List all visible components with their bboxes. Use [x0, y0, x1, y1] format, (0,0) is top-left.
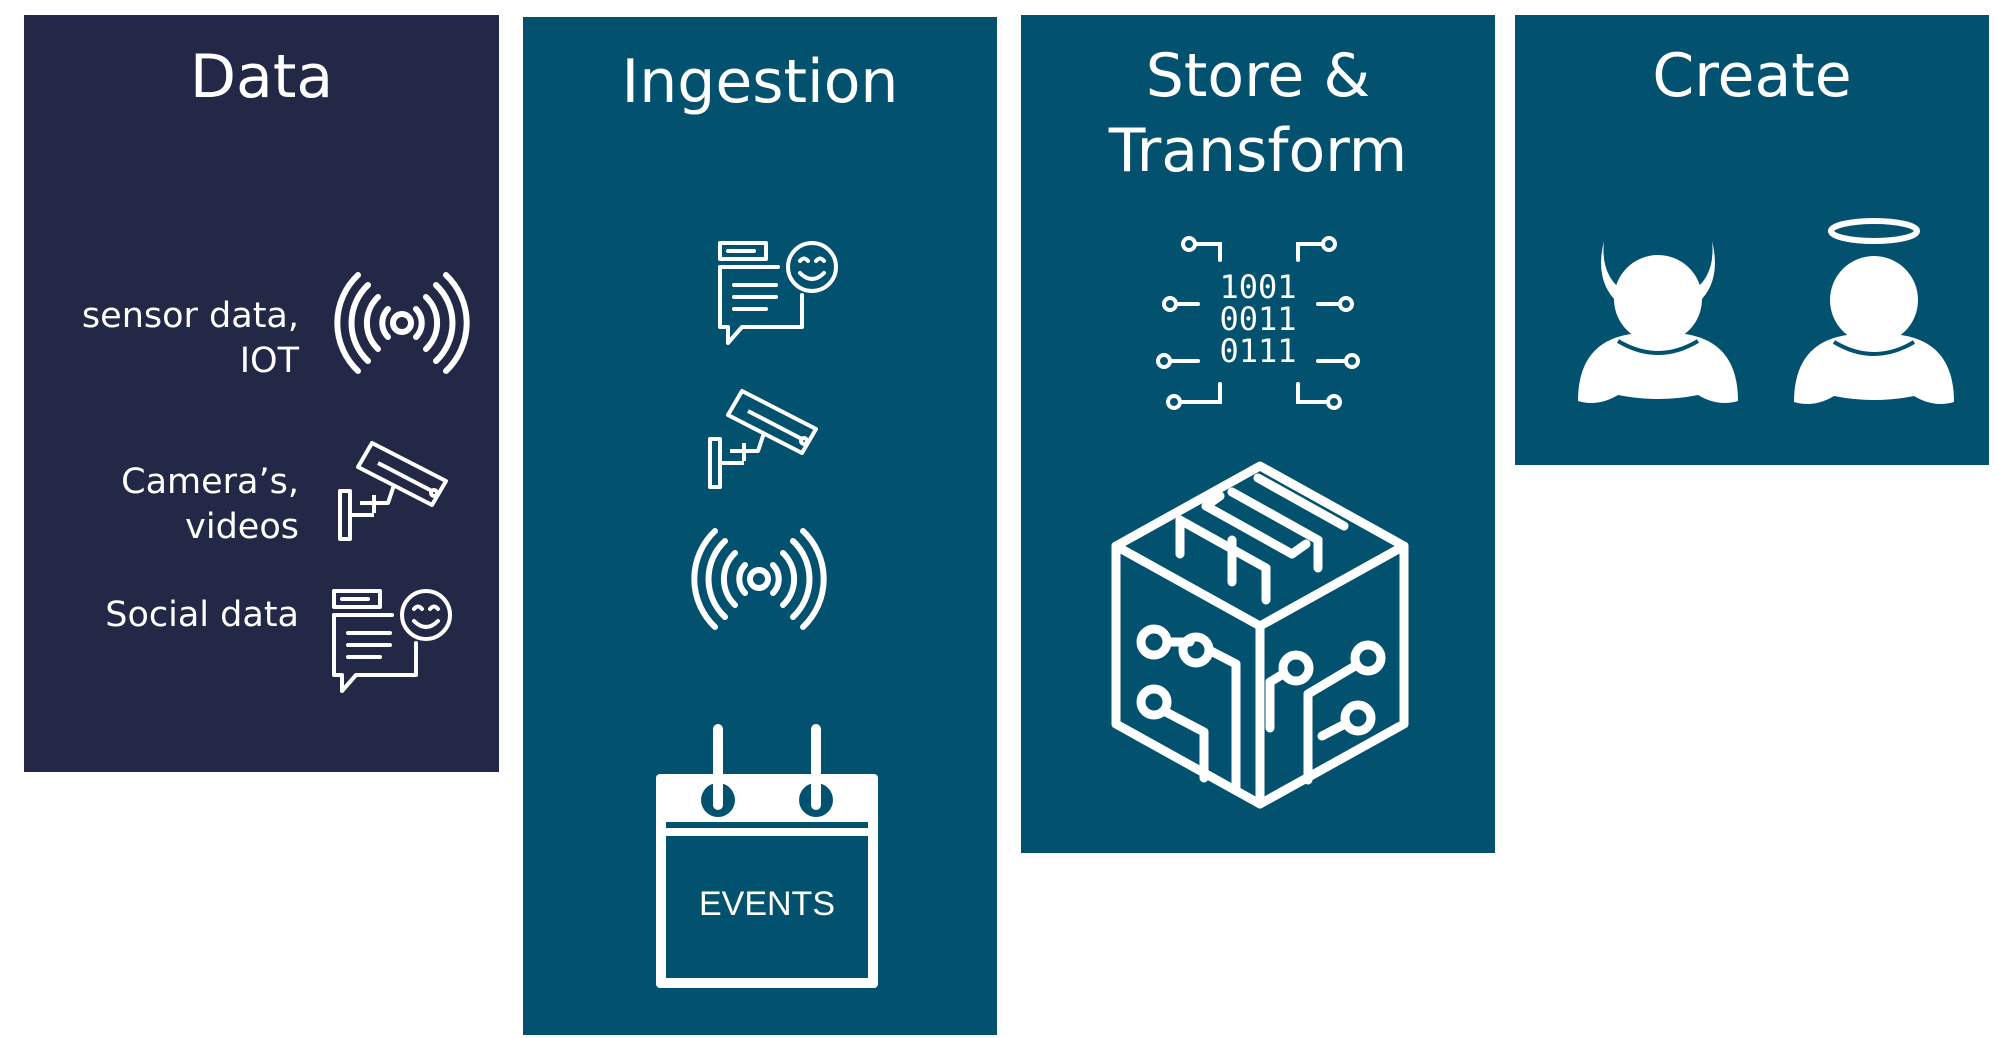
source-label-sensor: sensor data, IOT: [81, 296, 299, 381]
devil-user-icon: [1578, 241, 1738, 403]
angel-user-icon: [1794, 218, 1954, 404]
source-label-camera: Camera’s, videos: [121, 462, 299, 547]
data-panel: Data sensor data, IOT Camera’s, videos S…: [24, 15, 499, 772]
store-transform-panel-title: Store & Transform: [1108, 41, 1408, 186]
circuit-cube-icon: [1111, 461, 1409, 809]
events-label: EVENTS: [699, 885, 835, 923]
binary-row-3: 0111: [1219, 332, 1296, 370]
security-camera-icon: [708, 389, 818, 489]
social-chat-icon: [332, 589, 452, 693]
create-panel: Create: [1515, 15, 1989, 465]
wireless-signal-icon: [691, 528, 827, 630]
calendar-icon: EVENTS: [656, 724, 878, 988]
source-label-social: Social data: [105, 595, 299, 635]
create-panel-title: Create: [1652, 41, 1852, 111]
ingestion-panel: Ingestion EVENTS: [523, 17, 997, 1035]
wireless-signal-icon: [334, 272, 470, 374]
social-chat-icon: [718, 241, 838, 345]
binary-circuit-icon: 1001 0011 0111: [1156, 236, 1360, 410]
security-camera-icon: [338, 441, 448, 541]
binary-row-1: 1001: [1219, 268, 1296, 306]
data-panel-title: Data: [189, 42, 334, 112]
binary-row-2: 0011: [1219, 300, 1296, 338]
store-transform-panel: Store & Transform 1001 0011 0111: [1021, 15, 1495, 853]
ingestion-panel-title: Ingestion: [621, 47, 899, 117]
